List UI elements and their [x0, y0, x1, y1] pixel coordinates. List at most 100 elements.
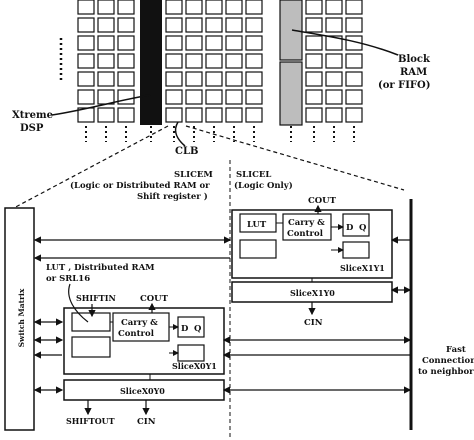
block-ram-column	[279, 0, 303, 61]
slice-x0y0-label: SliceX0Y0	[120, 386, 165, 396]
clb-cell	[225, 17, 243, 33]
clb-cell	[305, 89, 323, 105]
block-ram-label-2: RAM	[400, 67, 427, 78]
clb-cell	[77, 17, 95, 33]
clb-cell	[305, 107, 323, 123]
lut-right-bottom	[239, 239, 277, 259]
slice-x1y0-label: SliceX1Y0	[290, 288, 335, 298]
clb-cell	[225, 107, 243, 123]
xtreme-dsp-column	[140, 0, 162, 125]
clb-cell	[345, 89, 363, 105]
clb-cell	[165, 0, 183, 15]
clb-cell	[225, 35, 243, 51]
xtreme-label: Xtreme	[12, 110, 53, 121]
lut-left-top	[71, 312, 111, 332]
clb-cell	[185, 53, 203, 69]
clb-cell	[345, 71, 363, 87]
cin-left-label: CIN	[137, 417, 156, 427]
clb-cell	[305, 53, 323, 69]
clb-cell	[185, 89, 203, 105]
clb-cell	[205, 107, 223, 123]
grid-continuation-ticks	[85, 126, 355, 142]
clb-grid	[77, 0, 363, 123]
clb-cell	[97, 17, 115, 33]
cout-left-label: COUT	[140, 294, 169, 304]
dsp-pointer	[51, 94, 151, 116]
dq-left-d: D	[181, 324, 189, 334]
flipflop-right-bottom	[342, 241, 370, 259]
clb-cell	[245, 17, 263, 33]
clb-cell	[205, 35, 223, 51]
clb-cell	[97, 0, 115, 15]
lut-note-1: LUT , Distributed RAM	[46, 263, 155, 273]
clb-cell	[185, 71, 203, 87]
clb-cell	[345, 17, 363, 33]
dq-left-q: Q	[194, 324, 202, 334]
clb-cell	[345, 0, 363, 15]
clb-cell	[305, 0, 323, 15]
clb-cell	[245, 107, 263, 123]
clb-cell	[117, 89, 135, 105]
clb-cell	[97, 89, 115, 105]
clb-cell	[325, 0, 343, 15]
carry-right-2: Control	[287, 229, 324, 239]
lut-note-2: or SRL16	[46, 274, 90, 284]
cout-right-label: COUT	[308, 196, 337, 206]
block-ram-pointer	[291, 29, 399, 56]
dsp-label: DSP	[20, 123, 44, 134]
clb-cell	[345, 53, 363, 69]
block-ram-label: Block	[398, 54, 431, 65]
lut-right-label: LUT	[247, 220, 267, 230]
slicem-desc-1: (Logic or Distributed RAM or	[70, 180, 210, 191]
clb-cell	[225, 53, 243, 69]
clb-cell	[225, 89, 243, 105]
zoom-line-left	[9, 125, 169, 211]
clb-cell	[185, 107, 203, 123]
clb-cell	[185, 35, 203, 51]
dq-right-q: Q	[359, 223, 367, 233]
shiftout-label: SHIFTOUT	[66, 416, 115, 426]
slice-x0y1-label: SliceX0Y1	[172, 361, 217, 371]
slice-x1y1-label: SliceX1Y1	[340, 263, 385, 273]
clb-cell	[117, 53, 135, 69]
lut-note-pointer	[68, 283, 89, 323]
slicem-title: SLICEM	[174, 170, 213, 180]
clb-cell	[185, 0, 203, 15]
clb-cell	[77, 89, 95, 105]
clb-cell	[165, 53, 183, 69]
clb-cell	[77, 35, 95, 51]
dq-right-d: D	[346, 223, 354, 233]
clb-cell	[205, 53, 223, 69]
clb-cell	[245, 53, 263, 69]
clb-cell	[117, 17, 135, 33]
clb-cell	[165, 17, 183, 33]
clb-cell	[97, 71, 115, 87]
clb-cell	[305, 71, 323, 87]
carry-left-1: Carry &	[121, 318, 158, 328]
carry-control-right	[282, 213, 332, 241]
clb-cell	[225, 71, 243, 87]
clb-cell	[325, 89, 343, 105]
slicel-title: SLICEL	[236, 170, 271, 180]
clb-cell	[117, 0, 135, 15]
clb-cell	[117, 107, 135, 123]
clb-cell	[165, 71, 183, 87]
clb-cell	[165, 89, 183, 105]
clb-cell	[97, 53, 115, 69]
clb-cell	[205, 0, 223, 15]
lut-left-bottom	[71, 336, 111, 358]
clb-cell	[77, 0, 95, 15]
clb-pointer	[174, 121, 186, 147]
clb-cell	[245, 89, 263, 105]
clb-cell	[325, 107, 343, 123]
fast-label-2: Connections	[422, 356, 474, 366]
clb-cell	[245, 71, 263, 87]
clb-cell	[77, 53, 95, 69]
clb-cell	[225, 0, 243, 15]
zoom-line-right	[185, 125, 405, 191]
clb-cell	[245, 0, 263, 15]
clb-cell	[305, 17, 323, 33]
switch-matrix-label: Switch Matrix	[17, 288, 26, 347]
